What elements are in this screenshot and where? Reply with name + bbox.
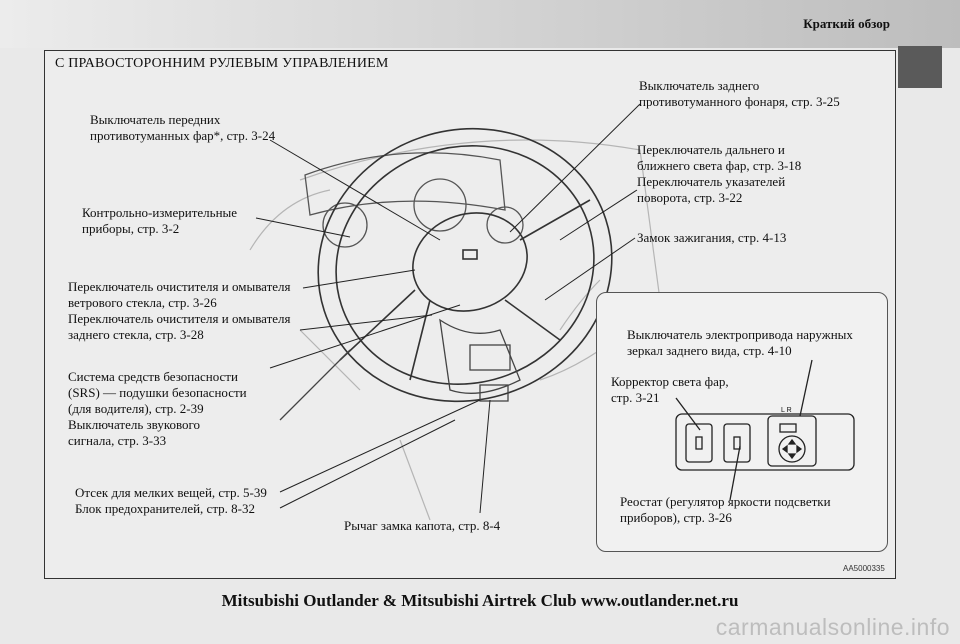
label-rear-fog-switch: Выключатель заднего противотуманного фон… (639, 78, 840, 109)
footer-club-text: Mitsubishi Outlander & Mitsubishi Airtre… (221, 591, 739, 610)
label-front-fog-switch: Выключатель передних противотуманных фар… (90, 112, 276, 143)
label-headlight-turn-switch: Переключатель дальнего и ближнего света … (637, 142, 802, 205)
label-headlight-leveling: Корректор света фар, стр. 3-21 (611, 374, 729, 405)
mirror-switch-body (767, 415, 817, 467)
figure-reference-code: AA5000335 (843, 564, 885, 573)
headlight-leveling-dial (685, 423, 713, 463)
figure-title: С ПРАВОСТОРОННИМ РУЛЕВЫМ УПРАВЛЕНИЕМ (55, 56, 389, 71)
label-ignition-lock: Замок зажигания, стр. 4-13 (637, 230, 787, 245)
section-title: Краткий обзор (803, 16, 890, 31)
mirror-select-knob (779, 423, 797, 433)
section-tab-marker (898, 46, 942, 88)
leader-lines (255, 103, 641, 514)
rheostat-dial (723, 423, 751, 463)
label-srs-horn: Система средств безопасности (SRS) — под… (68, 369, 247, 448)
header-band (0, 0, 960, 48)
label-hood-lever: Рычаг замка капота, стр. 8-4 (344, 518, 501, 533)
label-instruments: Контрольно-измерительные приборы, стр. 3… (82, 205, 238, 236)
watermark-text: carmanualsonline.info (715, 614, 950, 640)
instrument-cluster (304, 152, 524, 248)
steering-wheel (317, 127, 613, 403)
steering-column (279, 318, 521, 421)
switch-panel-body (675, 413, 855, 471)
label-rheostat: Реостат (регулятор яркости подсветки при… (620, 494, 831, 525)
mirror-switch-letters: L R (781, 407, 792, 414)
label-wiper-switches: Переключатель очистителя и омывателя вет… (68, 279, 291, 342)
mirror-direction-pad (778, 435, 806, 463)
switch-panel-inset (596, 292, 888, 552)
label-mirror-switch: Выключатель электропривода наружных зерк… (627, 327, 853, 358)
label-storage-fuse: Отсек для мелких вещей, стр. 5-39 Блок п… (75, 485, 267, 516)
